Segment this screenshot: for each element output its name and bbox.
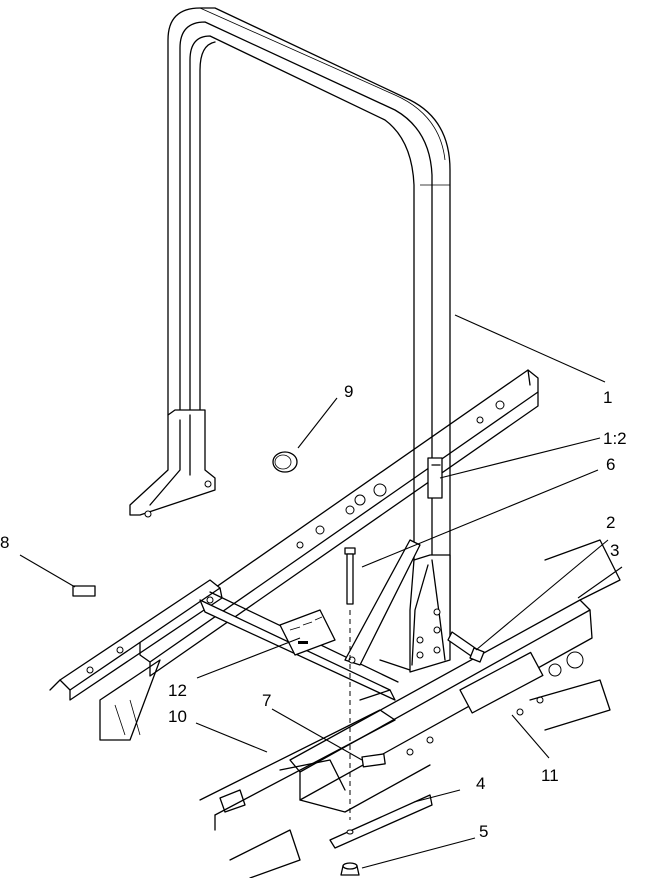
decal-7 — [361, 753, 386, 768]
mounting-plate — [344, 539, 421, 666]
upper-frame-rail — [139, 369, 539, 677]
callout-5: 5 — [479, 822, 488, 841]
callout-4: 4 — [476, 774, 485, 793]
decal-8 — [72, 585, 96, 597]
leader-lines — [19, 314, 623, 869]
callout-3: 3 — [610, 541, 619, 560]
bolt-6 — [344, 547, 356, 605]
main-frame-rail — [279, 539, 621, 813]
callout-1: 1 — [603, 388, 612, 407]
lower-left-frame — [199, 709, 396, 878]
left-mounting-bracket — [129, 409, 216, 518]
callout-12: 12 — [168, 681, 187, 700]
callout-11: 11 — [541, 766, 559, 785]
left-frame-rail — [49, 579, 223, 741]
cross-member — [199, 591, 411, 701]
bolt-2 — [447, 631, 485, 663]
callout-10: 10 — [168, 707, 187, 726]
callout-2: 2 — [606, 513, 615, 532]
callout-8: 8 — [0, 533, 9, 552]
callout-9: 9 — [344, 382, 353, 401]
callout-7: 7 — [262, 691, 271, 710]
callout-1-2: 1:2 — [603, 429, 627, 448]
backing-plate-4 — [329, 794, 433, 849]
nut-5 — [340, 862, 360, 876]
plug-9 — [272, 451, 298, 473]
right-mounting-bracket — [409, 554, 451, 673]
callout-6: 6 — [606, 455, 615, 474]
